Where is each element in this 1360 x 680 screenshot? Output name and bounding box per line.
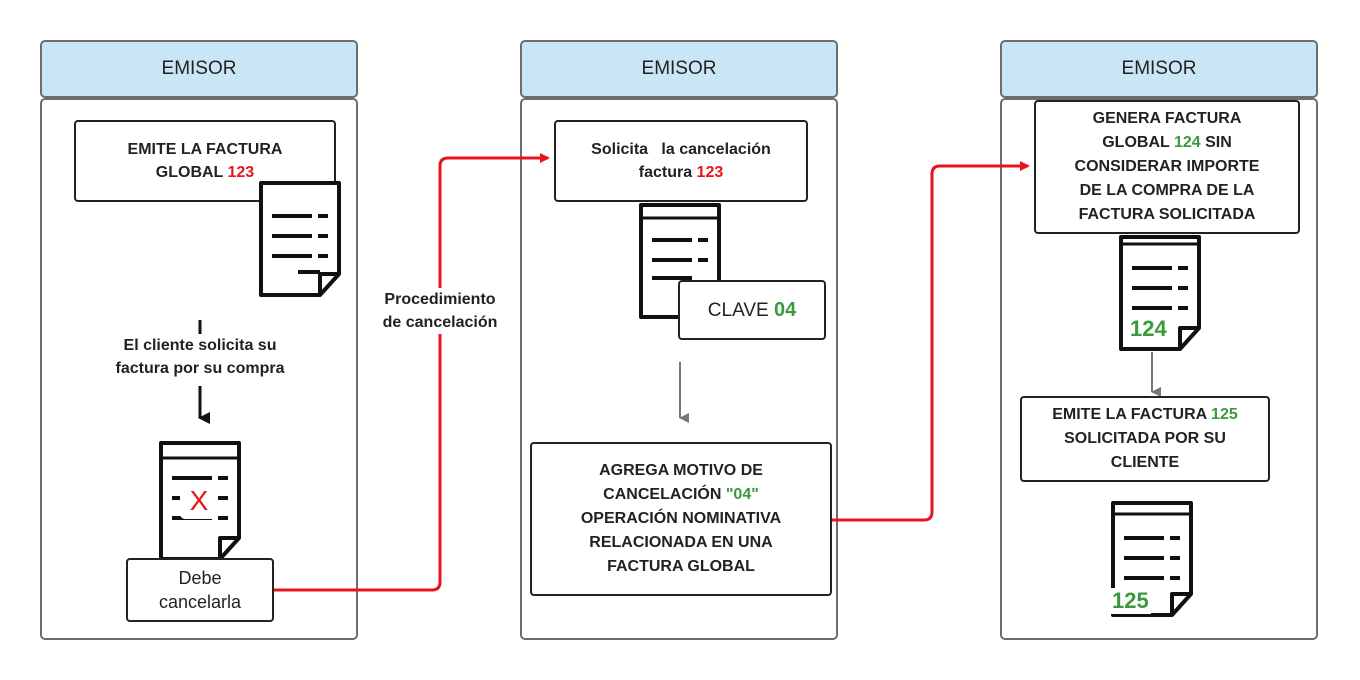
motivo-box: AGREGA MOTIVO DE CANCELACIÓN "04" OPERAC… xyxy=(530,442,832,596)
document-icon xyxy=(1111,501,1193,617)
factura-number-123: 123 xyxy=(227,164,255,181)
procedimiento-label: Procedimiento de cancelación xyxy=(360,288,520,334)
lane-header-2: EMISOR xyxy=(520,40,838,98)
clave-number: 04 xyxy=(773,298,797,321)
emite-factura-125-box: EMITE LA FACTURA 125 SOLICITADA POR SU C… xyxy=(1020,396,1270,482)
connector-red-2 xyxy=(832,161,1030,522)
factura-number-124: 124 xyxy=(1173,134,1201,151)
clave-box: CLAVE 04 xyxy=(678,280,826,340)
doc-label-125: 125 xyxy=(1110,588,1151,614)
emite-line2: GLOBAL 123 xyxy=(155,164,255,181)
lane-header-1: EMISOR xyxy=(40,40,358,98)
lane-title: EMISOR xyxy=(641,58,717,79)
connector-red-1 xyxy=(274,153,550,592)
factura-number-123: 123 xyxy=(696,164,724,181)
doc-label-124: 124 xyxy=(1128,316,1169,342)
cancel-x-icon: X xyxy=(180,483,218,519)
solicita-cancelacion-box: Solicita la cancelación factura 123 xyxy=(554,120,808,202)
genera-factura-box: GENERA FACTURA GLOBAL 124 SIN CONSIDERAR… xyxy=(1034,100,1300,234)
lane-header-3: EMISOR xyxy=(1000,40,1318,98)
document-icon xyxy=(259,181,341,297)
factura-number-125: 125 xyxy=(1211,406,1238,423)
debe-cancelarla-box: Debe cancelarla xyxy=(126,558,274,622)
lane-title: EMISOR xyxy=(1121,58,1197,79)
motivo-code: "04" xyxy=(725,486,759,503)
lane-title: EMISOR xyxy=(161,58,237,79)
emite-line1: EMITE LA FACTURA xyxy=(127,141,283,158)
client-request-text: El cliente solicita su factura por su co… xyxy=(115,337,285,377)
